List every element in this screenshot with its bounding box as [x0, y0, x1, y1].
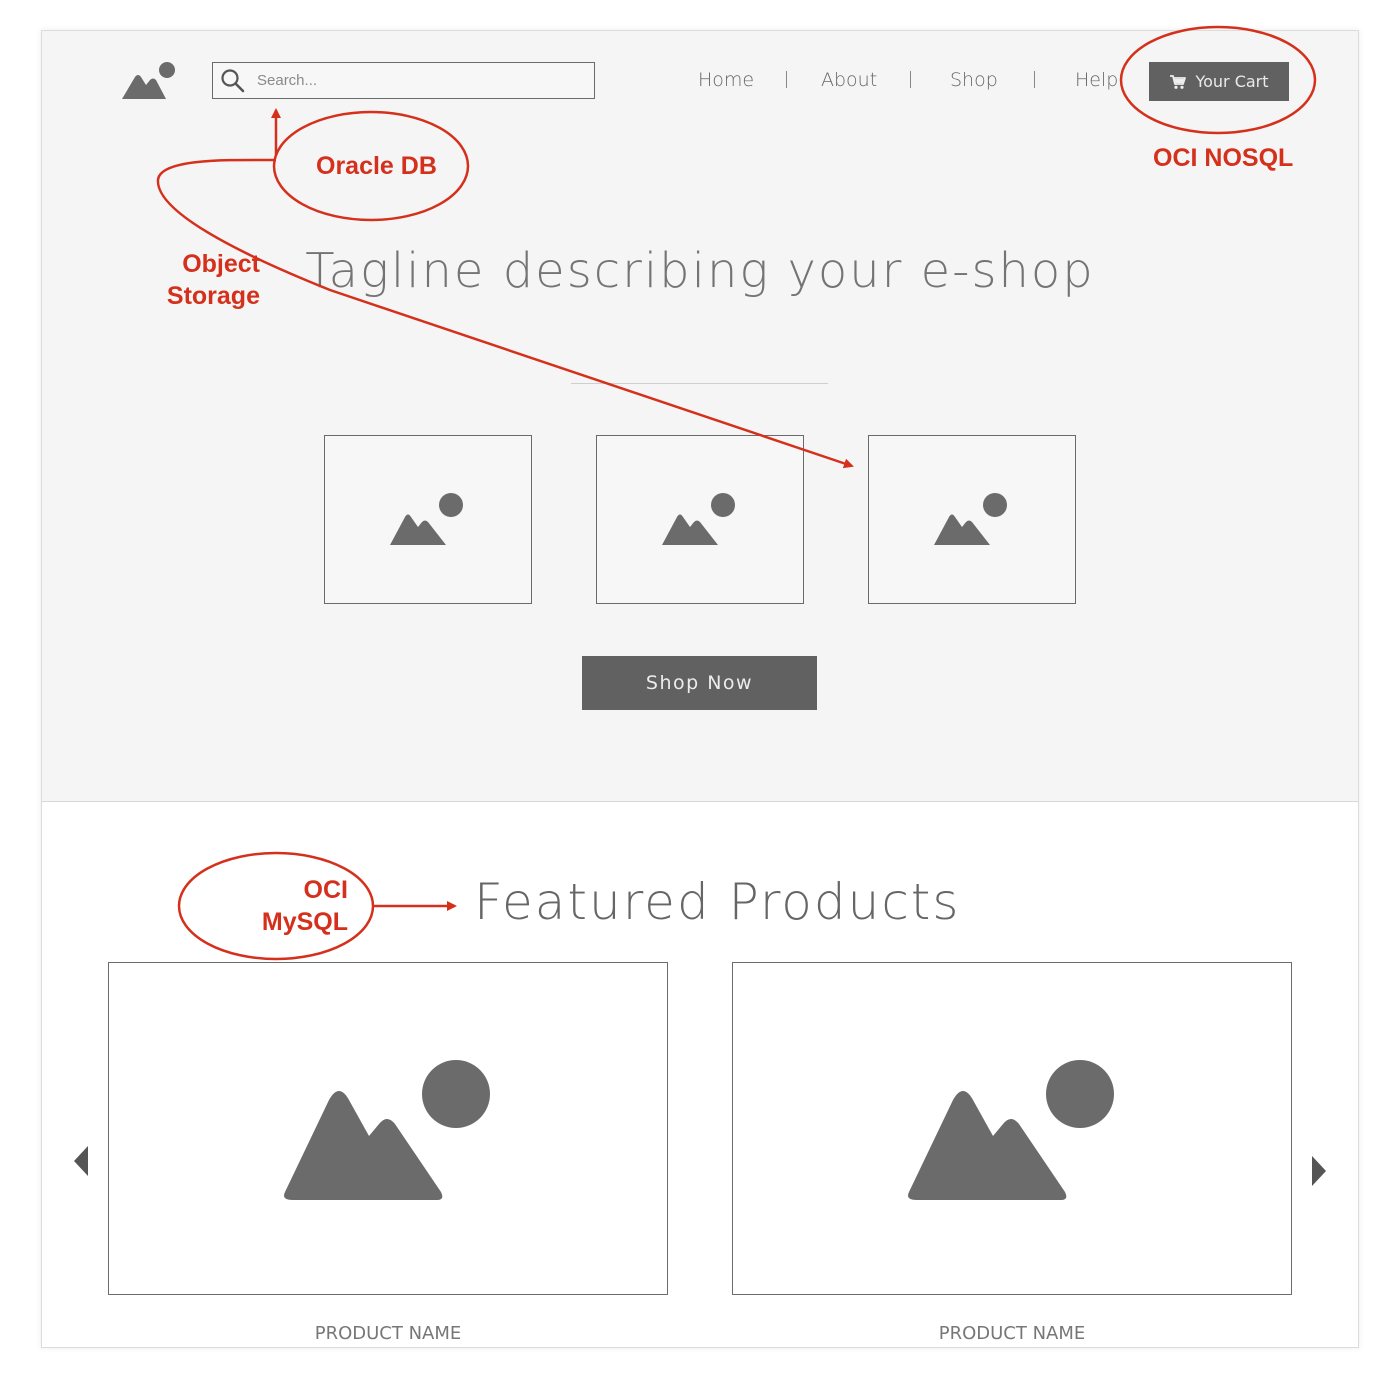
object-storage-line2: Storage [166, 282, 260, 310]
your-cart-button[interactable]: Your Cart [1149, 62, 1289, 101]
oci-mysql-line2: MySQL [261, 908, 348, 936]
product-name-1[interactable]: PRODUCT NAME [314, 1323, 462, 1344]
nav-home[interactable]: Home [698, 69, 755, 91]
hero-image-1[interactable] [324, 435, 532, 604]
carousel-next-button[interactable] [1306, 1153, 1330, 1189]
nav-help[interactable]: Help [1075, 69, 1119, 91]
oci-mysql-line1: OCI [303, 876, 348, 904]
logo-icon[interactable] [120, 61, 178, 103]
image-placeholder-icon [907, 1059, 1114, 1200]
search-input[interactable] [255, 71, 579, 90]
oci-mysql-label: OCI MySQL [248, 874, 348, 938]
chevron-left-icon [74, 1146, 88, 1176]
cart-label: Your Cart [1195, 72, 1269, 91]
search-bar[interactable] [212, 62, 595, 99]
oracle-db-label: Oracle DB [316, 152, 437, 180]
product-name-2[interactable]: PRODUCT NAME [938, 1323, 1086, 1344]
nav-shop[interactable]: Shop [950, 69, 998, 91]
nav-divider [1034, 71, 1035, 88]
nav-divider [786, 71, 787, 88]
image-placeholder-icon [390, 492, 463, 545]
nav-divider [910, 71, 911, 88]
wireframe-page: Home About Shop Help Your Cart Tagline d… [41, 30, 1359, 1348]
search-icon [221, 68, 245, 92]
oci-nosql-label: OCI NOSQL [1153, 144, 1294, 172]
hero-tagline: Tagline describing your e-shop [305, 243, 1095, 299]
hero-image-3[interactable] [868, 435, 1076, 604]
featured-products-title: Featured Products [474, 873, 961, 931]
image-placeholder-icon [662, 492, 735, 545]
cart-icon [1170, 74, 1187, 89]
nav-about[interactable]: About [821, 69, 878, 91]
hero-image-2[interactable] [596, 435, 804, 604]
shop-now-button[interactable]: Shop Now [582, 656, 817, 710]
object-storage-line1: Object [182, 250, 260, 278]
object-storage-label: Object Storage [160, 248, 260, 312]
product-card-2[interactable] [732, 962, 1292, 1295]
carousel-prev-button[interactable] [70, 1143, 94, 1179]
image-placeholder-icon [934, 492, 1007, 545]
image-placeholder-icon [283, 1059, 490, 1200]
hero-divider [571, 383, 828, 384]
chevron-right-icon [1312, 1156, 1326, 1186]
product-card-1[interactable] [108, 962, 668, 1295]
